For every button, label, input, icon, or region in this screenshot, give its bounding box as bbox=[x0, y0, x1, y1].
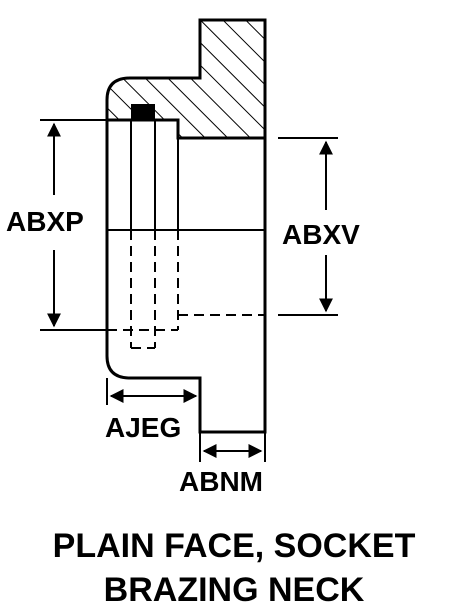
caption-line-1: PLAIN FACE, SOCKET bbox=[53, 527, 416, 565]
seal-block bbox=[131, 104, 155, 120]
caption-line-2: BRAZING NECK bbox=[104, 571, 365, 609]
ajeg-dimension bbox=[106, 378, 201, 405]
abxv-dimension bbox=[278, 137, 338, 316]
abxp-dimension bbox=[40, 119, 107, 331]
ajeg-label: AJEG bbox=[105, 412, 181, 443]
abnm-dimension bbox=[199, 432, 266, 462]
hidden-lines bbox=[107, 230, 265, 349]
abxv-label: ABXV bbox=[282, 219, 360, 250]
abnm-label: ABNM bbox=[179, 466, 263, 497]
abxp-label: ABXP bbox=[6, 206, 84, 237]
